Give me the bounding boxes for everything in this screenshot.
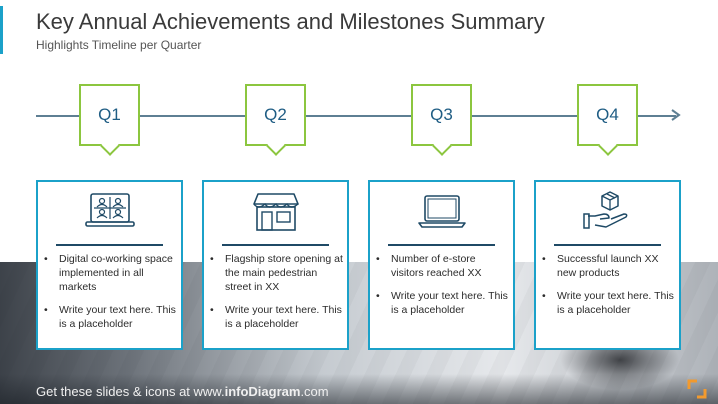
card-bullet: Flagship store opening at the main pedes… [210, 252, 343, 294]
quarter-marker-q2: Q2 [245, 84, 306, 146]
card-bullet-list: Successful launch XX new products Write … [542, 252, 675, 326]
timeline-line [36, 115, 676, 117]
card-bullet: Write your text here. This is a placehol… [44, 303, 177, 331]
quarter-marker-q3: Q3 [411, 84, 472, 146]
card-bullet-list: Digital co-working space implemented in … [44, 252, 177, 340]
box-in-hand-icon [582, 191, 627, 229]
laptop-icon [417, 195, 466, 228]
card-divider [56, 244, 163, 246]
quarter-marker-q1: Q1 [79, 84, 140, 146]
slide-title: Key Annual Achievements and Milestones S… [36, 9, 545, 34]
card-bullet: Write your text here. This is a placehol… [542, 289, 675, 317]
card-divider [554, 244, 661, 246]
card-bullet: Digital co-working space implemented in … [44, 252, 177, 294]
storefront-icon [252, 193, 299, 231]
timeline-arrow-icon [671, 109, 681, 121]
card-bullet: Write your text here. This is a placehol… [376, 289, 509, 317]
video-conference-laptop-icon [84, 193, 135, 227]
card-divider [388, 244, 495, 246]
slide-subtitle: Highlights Timeline per Quarter [36, 38, 202, 52]
quarter-card-q3: Number of e-store visitors reached XX Wr… [368, 180, 515, 350]
card-divider [222, 244, 329, 246]
footer-suffix: .com [300, 384, 329, 399]
quarter-label: Q1 [98, 105, 121, 124]
card-bullet: Successful launch XX new products [542, 252, 675, 280]
footer-credit[interactable]: Get these slides & icons at www.infoDiag… [36, 384, 329, 399]
quarter-label: Q2 [264, 105, 287, 124]
quarter-label: Q3 [430, 105, 453, 124]
quarter-card-q2: Flagship store opening at the main pedes… [202, 180, 349, 350]
quarter-card-q1: Digital co-working space implemented in … [36, 180, 183, 350]
card-bullet-list: Number of e-store visitors reached XX Wr… [376, 252, 509, 326]
card-bullet-list: Flagship store opening at the main pedes… [210, 252, 343, 340]
card-bullet: Write your text here. This is a placehol… [210, 303, 343, 331]
footer-brand: infoDiagram [224, 384, 301, 399]
quarter-marker-q4: Q4 [577, 84, 638, 146]
brand-logo-icon [687, 379, 707, 399]
card-bullet: Number of e-store visitors reached XX [376, 252, 509, 280]
quarter-label: Q4 [596, 105, 619, 124]
footer-prefix: Get these slides & icons at www. [36, 384, 225, 399]
quarter-card-q4: Successful launch XX new products Write … [534, 180, 681, 350]
title-accent-bar [0, 6, 3, 54]
